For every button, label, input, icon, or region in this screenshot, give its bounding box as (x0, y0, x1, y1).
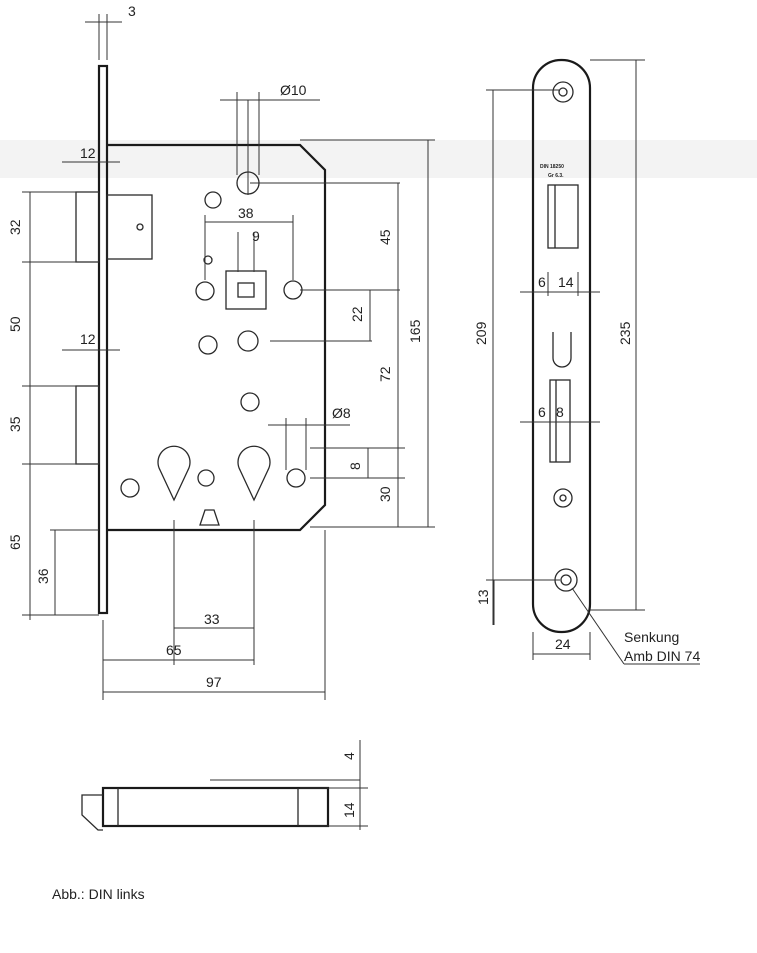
key-slot (199, 509, 220, 526)
faceplate-screw-mid (553, 488, 573, 508)
faceplate-strip (97, 64, 109, 615)
lock-front-view: 3 Ø10 32 50 35 65 36 12 12 38 9 (7, 3, 435, 700)
dim-4-side: 4 (341, 752, 357, 760)
dim-8-faceplate: 8 (556, 404, 564, 420)
dim-13: 13 (475, 589, 491, 605)
note-senkung: Senkung (624, 629, 679, 645)
side-view: 4 14 (81, 740, 368, 831)
dim-9: 9 (252, 228, 260, 244)
dim-bolt-hole: Ø10 (280, 82, 307, 98)
dim-45: 45 (377, 229, 393, 245)
dim-65-horizontal: 65 (166, 642, 182, 658)
latch-opening (547, 184, 579, 249)
stamp-line2: Gr 6.3. (548, 173, 564, 179)
dim-72: 72 (377, 366, 393, 382)
dim-165: 165 (407, 319, 423, 343)
dim-30: 30 (377, 486, 393, 502)
dim-hole-8: Ø8 (332, 405, 351, 421)
dim-12-top: 12 (80, 145, 96, 161)
dim-8-vert: 8 (347, 462, 363, 470)
dim-14: 14 (558, 274, 574, 290)
dim-50: 50 (7, 316, 23, 332)
figure-caption: Abb.: DIN links (52, 886, 145, 902)
lock-case-outline (107, 143, 327, 532)
deadbolt-opening (549, 379, 571, 463)
follower-side-right (283, 280, 303, 300)
small-hole (197, 469, 215, 487)
screw-4 (120, 478, 140, 498)
dim-33: 33 (204, 611, 220, 627)
latch-block (75, 191, 100, 263)
trigger-u (552, 332, 572, 368)
dim-6-mid: 6 (538, 404, 546, 420)
bolt-hole-mid (237, 330, 259, 352)
faceplate-screw-top (552, 81, 574, 103)
latch-tongue (106, 194, 153, 260)
dim-235: 235 (617, 321, 633, 345)
note-din74: Amb DIN 74 (624, 648, 700, 664)
side-latch (81, 794, 103, 831)
dim-65-vertical: 65 (7, 534, 23, 550)
dim-97: 97 (206, 674, 222, 690)
dim-14-side: 14 (341, 802, 357, 818)
stamp-line1: DIN 18250 (540, 164, 564, 170)
screw-1 (204, 191, 222, 209)
dim-38: 38 (238, 205, 254, 221)
follower-square (225, 270, 267, 310)
follower-side-left (195, 281, 215, 301)
deadbolt (75, 385, 100, 465)
hole-8 (286, 468, 306, 488)
dim-24: 24 (555, 636, 571, 652)
faceplate-outline (531, 58, 592, 634)
faceplate-view: DIN 18250 Gr 6.3. 209 235 6 14 6 8 13 (473, 58, 700, 665)
screw-3 (240, 392, 260, 412)
dim-32: 32 (7, 219, 23, 235)
cylinder-left (157, 445, 191, 502)
dim-209: 209 (473, 321, 489, 345)
dim-faceplate-3: 3 (128, 3, 136, 19)
dim-22: 22 (349, 306, 365, 322)
dim-12-mid: 12 (80, 331, 96, 347)
dim-36: 36 (35, 568, 51, 584)
screw-2 (198, 335, 218, 355)
cylinder-right (237, 445, 271, 502)
dim-6-top: 6 (538, 274, 546, 290)
dim-35: 35 (7, 416, 23, 432)
side-body (101, 786, 330, 828)
